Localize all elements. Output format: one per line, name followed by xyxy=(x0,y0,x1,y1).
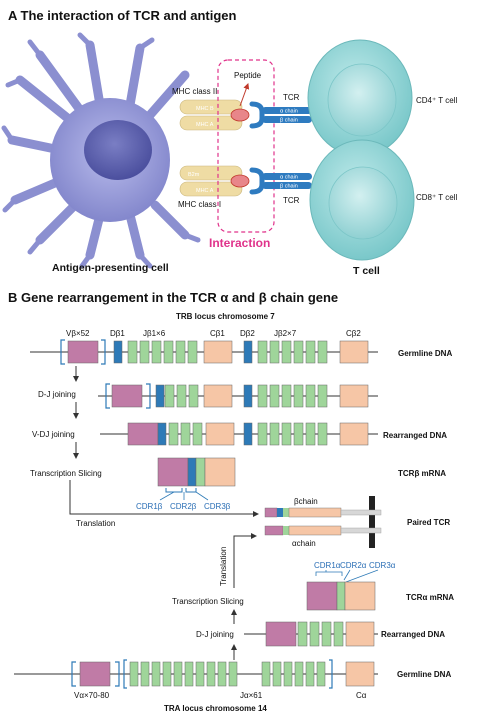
mhc-a-bottom-label: MHC A xyxy=(196,188,214,194)
transcription-slicing-alpha: Transcription Slicing xyxy=(172,597,244,606)
cd4-t-cell xyxy=(307,39,413,157)
d-beta1-label: Dβ1 xyxy=(110,329,125,338)
translation-beta-arrow xyxy=(69,480,259,517)
beta-chain-label: βchain xyxy=(294,497,318,506)
tcr-bottom-label: TCR xyxy=(283,196,300,205)
alpha-chain-top: α chain xyxy=(280,109,298,115)
mhc-b-label: MHC B xyxy=(196,106,214,112)
germline-beta-label: Germline DNA xyxy=(398,349,452,358)
tcrb-mrna-label: TCRβ mRNA xyxy=(398,469,446,478)
apc-label: Antigen-presenting cell xyxy=(52,262,169,274)
panel-b-title: B Gene rearrangement in the TCR α and β … xyxy=(8,290,338,305)
peptide-arrow xyxy=(239,83,250,107)
vdj-joining: V-DJ joining xyxy=(32,430,75,439)
cdr3b-label: CDR3β xyxy=(204,502,231,511)
interaction-box xyxy=(217,59,275,233)
cdr3a-label: CDR3α xyxy=(369,561,396,570)
c-alpha-label: Cα xyxy=(356,691,367,700)
mhc-a-top-label: MHC A xyxy=(196,122,214,128)
tra-rearranged-row xyxy=(244,621,378,647)
cd8-t-cell xyxy=(309,139,415,261)
paired-tcr xyxy=(264,496,382,548)
c-beta2-label: Cβ2 xyxy=(346,329,361,338)
apc-cell xyxy=(1,32,201,269)
cd4-label: CD4⁺ T cell xyxy=(416,96,457,105)
dj-joining-beta: D-J joining xyxy=(38,390,76,399)
b2m-label: B2m xyxy=(188,172,200,178)
c-beta1-label: Cβ1 xyxy=(210,329,225,338)
mhc-class-i: B2m MHC A xyxy=(179,165,250,197)
v-beta-label: Vβ×52 xyxy=(66,329,90,338)
trb-germline-row xyxy=(30,339,378,365)
apc-nucleus xyxy=(84,120,152,180)
d-beta2-label: Dβ2 xyxy=(240,329,255,338)
germline-alpha-label: Germline DNA xyxy=(397,670,451,679)
mhc-class-i-label: MHC class I xyxy=(178,200,221,209)
beta-chain-top: β chain xyxy=(280,118,298,124)
mhc-class-ii: MHC B MHC A xyxy=(179,99,250,131)
tcra-mrna-label: TCRα mRNA xyxy=(406,593,454,602)
j-beta1-label: Jβ1×6 xyxy=(143,329,166,338)
peptide-label: Peptide xyxy=(234,71,262,80)
translation-beta-label: Translation xyxy=(76,519,115,528)
mhc-class-ii-label: MHC class II xyxy=(172,87,217,96)
cdr2b-label: CDR2β xyxy=(170,502,197,511)
dj-joining-alpha: D-J joining xyxy=(196,630,234,639)
tcr-bottom: α chain β chain xyxy=(249,167,312,195)
trb-title: TRB locus chromosome 7 xyxy=(176,312,275,321)
cdr-alpha-brackets xyxy=(315,569,379,583)
tra-title: TRA locus chromosome 14 xyxy=(164,704,267,713)
cdr1a-label: CDR1α xyxy=(314,561,341,570)
cd8-label: CD8⁺ T cell xyxy=(416,193,457,202)
trb-dj-row xyxy=(98,383,378,409)
cdr1b-label: CDR1β xyxy=(136,502,163,511)
rearranged-beta-label: Rearranged DNA xyxy=(383,431,447,440)
trb-rearranged-row xyxy=(100,422,378,446)
rearranged-alpha-label: Rearranged DNA xyxy=(381,630,445,639)
peptide-bottom xyxy=(230,174,250,188)
cdr2a-label: CDR2α xyxy=(340,561,367,570)
translation-alpha-arrow xyxy=(233,533,257,588)
t-cell-label: T cell xyxy=(353,265,380,277)
panel-a-title: A The interaction of TCR and antigen xyxy=(8,8,237,23)
tra-germline-row xyxy=(14,659,378,689)
peptide-top xyxy=(230,108,250,122)
tcra-mrna xyxy=(306,581,376,611)
tcrb-mrna xyxy=(157,457,236,501)
alpha-chain-label: αchain xyxy=(292,539,316,548)
j-beta2-label: Jβ2×7 xyxy=(274,329,297,338)
tcr-top: α chain β chain xyxy=(249,101,312,129)
transcription-slicing-beta: Transcription Slicing xyxy=(30,469,102,478)
tcr-top-label: TCR xyxy=(283,93,300,102)
beta-chain-bottom: β chain xyxy=(280,184,298,190)
v-alpha-label: Vα×70-80 xyxy=(74,691,110,700)
translation-alpha-label: Translation xyxy=(219,547,228,586)
interaction-label: Interaction xyxy=(209,236,270,250)
j-alpha-label: Jα×61 xyxy=(240,691,263,700)
paired-tcr-label: Paired TCR xyxy=(407,518,450,527)
alpha-chain-bottom: α chain xyxy=(280,175,298,181)
